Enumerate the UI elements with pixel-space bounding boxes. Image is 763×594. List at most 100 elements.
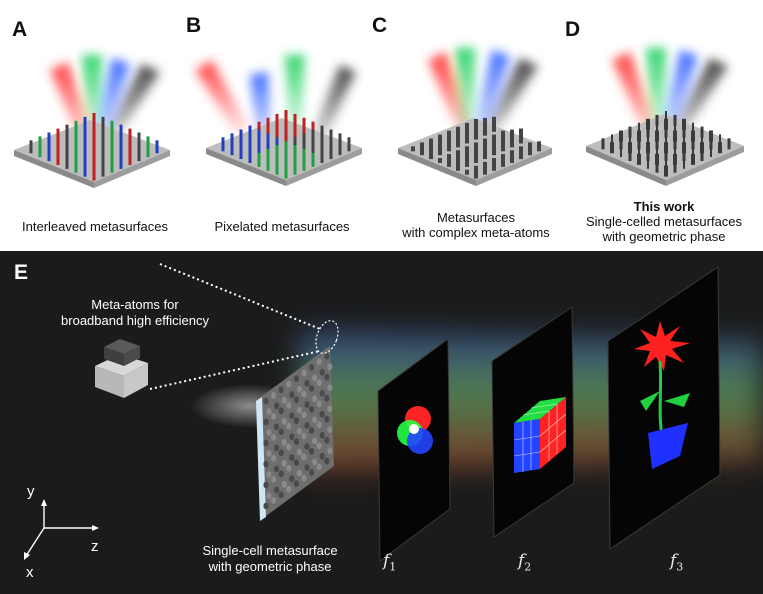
meta-atom-pillar bbox=[655, 114, 659, 126]
meta-atom-pillar bbox=[83, 132, 87, 146]
meta-atom-pillar bbox=[646, 118, 650, 130]
meta-atom-pillar bbox=[293, 160, 297, 175]
meta-atom-pillar bbox=[101, 140, 105, 154]
meta-atom-pillar bbox=[665, 157, 667, 169]
slab-meta-atom bbox=[293, 438, 299, 445]
meta-atom-pillar bbox=[74, 128, 78, 142]
slab-meta-atom bbox=[286, 485, 292, 493]
slab-meta-atom bbox=[281, 417, 287, 425]
meta-atom-pillar bbox=[682, 150, 686, 161]
slab-meta-atom bbox=[312, 395, 318, 403]
panel-b-letter: B bbox=[186, 14, 202, 37]
meta-atom-pillar bbox=[137, 148, 141, 162]
meta-atom-pillar bbox=[438, 140, 442, 156]
meta-atom-pillar bbox=[284, 110, 288, 124]
meta-atom-pillar bbox=[74, 136, 78, 150]
meta-atom-pillar bbox=[248, 149, 252, 163]
slab-meta-atom bbox=[286, 380, 292, 388]
meta-atom-pillar bbox=[673, 153, 677, 165]
meta-atom-pillar bbox=[239, 129, 243, 144]
meta-atom-pillar bbox=[483, 138, 487, 144]
slab-meta-atom bbox=[324, 457, 330, 465]
meta-atom-pillar bbox=[266, 133, 270, 148]
slab-meta-atom bbox=[319, 368, 325, 376]
slab-meta-atom bbox=[271, 476, 277, 483]
meta-atom-pillar bbox=[447, 154, 451, 160]
meta-atom-pillar bbox=[492, 160, 496, 171]
meta-atom-pillar bbox=[692, 122, 694, 134]
slab-meta-atom bbox=[274, 486, 280, 494]
meta-atom-pillar bbox=[628, 126, 632, 138]
slab-meta-atom bbox=[296, 448, 302, 456]
meta-atom-pillar bbox=[447, 156, 451, 167]
slab-meta-atom bbox=[309, 427, 315, 434]
slab-meta-atom bbox=[263, 397, 269, 405]
slab-meta-atom bbox=[286, 422, 292, 430]
meta-atom-pillar bbox=[101, 148, 105, 162]
meta-atom-pillar bbox=[119, 132, 123, 146]
slab-meta-atom bbox=[266, 450, 272, 457]
meta-atom-pillar bbox=[101, 132, 105, 146]
meta-atom-pillar bbox=[56, 144, 60, 158]
metasurface-slab bbox=[256, 346, 334, 521]
slab-meta-atom bbox=[293, 375, 299, 382]
slab-meta-atom bbox=[296, 427, 302, 435]
meta-atom-pillar bbox=[673, 161, 677, 173]
meta-atom-pillar bbox=[302, 117, 306, 132]
slab-meta-atom bbox=[327, 363, 333, 371]
meta-atom-pillar bbox=[320, 149, 324, 163]
meta-atom-pillar bbox=[429, 138, 433, 144]
metasurface-caption: Single-cell metasurface with geometric p… bbox=[202, 543, 338, 574]
slab-meta-atom bbox=[263, 502, 269, 510]
meta-atom-pillar bbox=[311, 145, 315, 160]
meta-atom-pillar bbox=[137, 140, 141, 154]
meta-atom-pillar bbox=[456, 126, 460, 132]
axis-z-label: z bbox=[91, 538, 99, 555]
meta-atom-pillar bbox=[266, 117, 270, 132]
slab-meta-atom bbox=[304, 380, 310, 387]
meta-atom-pillar bbox=[275, 137, 279, 152]
meta-atom-pillar bbox=[709, 138, 713, 150]
meta-atom-pillar bbox=[302, 156, 306, 171]
meta-atom-pillar bbox=[646, 142, 650, 154]
slab-meta-atom bbox=[293, 459, 299, 466]
meta-atom-pillar bbox=[92, 136, 96, 150]
meta-atom-pillar bbox=[257, 129, 261, 144]
meta-atom-pillar bbox=[293, 152, 297, 167]
meta-atom-pillar bbox=[683, 157, 685, 169]
meta-atom-pillar bbox=[257, 137, 261, 152]
slab-meta-atom bbox=[271, 434, 277, 441]
meta-atom-pillar bbox=[510, 132, 514, 148]
meta-atom-pillar bbox=[510, 153, 514, 163]
rgb-circles-image bbox=[397, 406, 433, 454]
meta-atom-pillar bbox=[65, 148, 69, 162]
meta-atom-pillar bbox=[302, 125, 306, 140]
meta-atom-pillar bbox=[92, 128, 96, 142]
meta-atom-pillar bbox=[519, 128, 523, 144]
meta-atom-pillar bbox=[655, 138, 659, 150]
meta-atom-pillar bbox=[128, 144, 132, 158]
axis-x-label: x bbox=[26, 564, 34, 581]
meta-atom-pillar bbox=[230, 133, 234, 148]
meta-atom-pillar bbox=[673, 130, 677, 142]
meta-atom-pillar bbox=[411, 146, 415, 152]
slab-meta-atom bbox=[304, 443, 310, 450]
meta-atom-pillar bbox=[275, 121, 279, 136]
meta-atom-pillar bbox=[74, 144, 78, 158]
meta-atom-pillar bbox=[110, 152, 114, 165]
axis-y-label: y bbox=[27, 483, 35, 500]
meta-atom-pillar bbox=[119, 124, 123, 138]
meta-atom-pillar bbox=[692, 146, 694, 158]
meta-atom-pillar bbox=[465, 146, 469, 152]
meta-atom-pillar bbox=[83, 163, 87, 177]
meta-atom-pillar bbox=[329, 137, 333, 152]
slab-meta-atom bbox=[274, 444, 280, 452]
meta-atom-pillar bbox=[83, 155, 87, 169]
meta-atom-pillar bbox=[683, 134, 685, 146]
meta-atom-pillar bbox=[302, 149, 306, 163]
meta-atom-pillar bbox=[673, 114, 677, 126]
meta-atom-pillar bbox=[637, 130, 641, 142]
slab-meta-atom bbox=[327, 447, 333, 455]
meta-atom-pillar bbox=[700, 126, 704, 138]
slab-meta-atom bbox=[312, 374, 318, 382]
